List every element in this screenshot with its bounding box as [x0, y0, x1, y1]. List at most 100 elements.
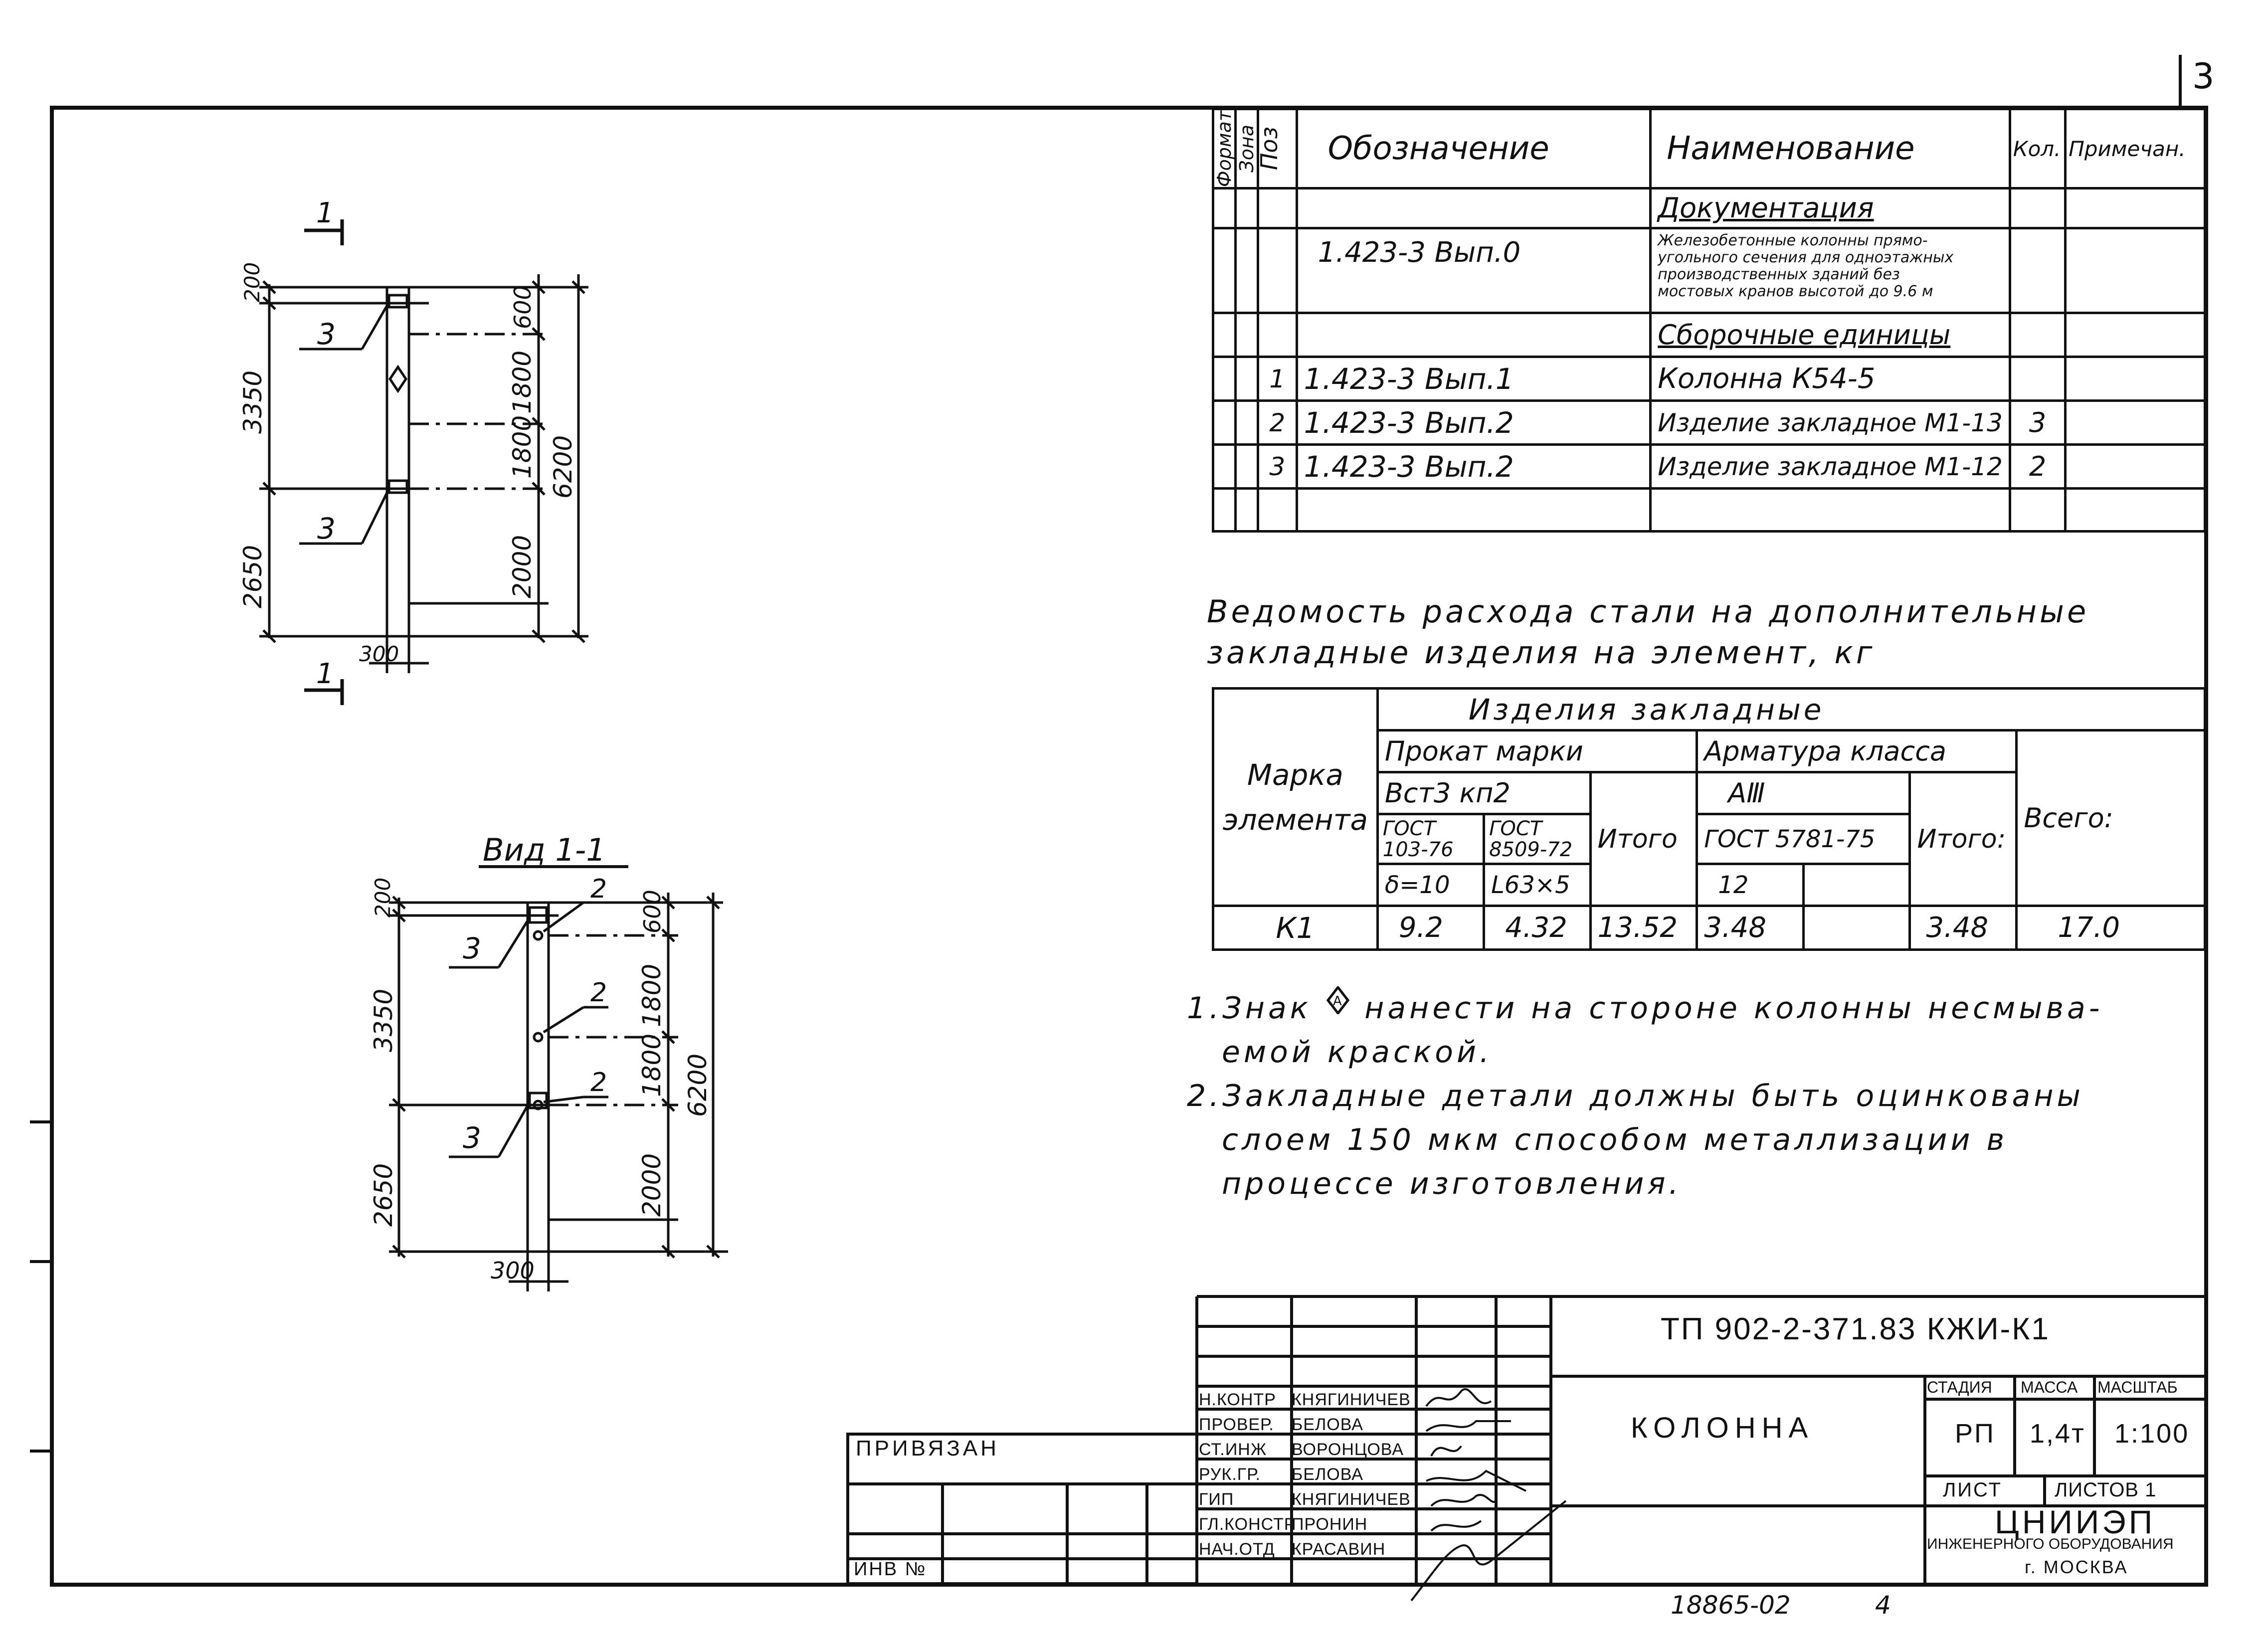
note-1-rest: нанести на стороне колонны несмыва- — [1364, 991, 2103, 1026]
row-qty: 2 — [2008, 443, 2067, 490]
mark-header-line2: элемента — [1222, 802, 1368, 837]
row-v4 — [1802, 905, 1911, 951]
role-person: КНЯГИНИЧЕВ — [1292, 1390, 1411, 1409]
group-header: Изделия закладные — [1376, 687, 2207, 732]
section-assemblies: Сборочные единицы — [1649, 312, 2011, 359]
org-name: ЦНИИЭП — [1995, 1503, 2156, 1540]
section-mark-top: 1 — [316, 197, 334, 229]
size2: L63×5 — [1483, 863, 1592, 907]
dim-1800-right-b: 1800 — [637, 1034, 666, 1097]
org-city: г. МОСКВА — [2025, 1557, 2128, 1577]
table-row: 1 1.423-3 Вып.1 Колонна К54-5 — [1212, 356, 2206, 402]
row-pos: 2 — [1257, 399, 1298, 446]
header-qty: Кол. — [2008, 107, 2067, 190]
dim-2650-left: 2650 — [369, 1163, 398, 1227]
callout-3-bottom: 3 — [317, 512, 336, 546]
header-zone: Зона — [1234, 107, 1259, 190]
notes: 1.Знак A нанести на стороне колонны несм… — [1187, 985, 2103, 1206]
row-grand: 17.0 — [2015, 905, 2206, 951]
bound-label: ПРИВЯЗАН — [856, 1436, 999, 1461]
dim-200-left: 200 — [371, 878, 395, 917]
role-label: ГИП — [1199, 1490, 1234, 1509]
row-name: Колонна К54-5 — [1649, 356, 2011, 402]
sheets-label: ЛИСТОВ 1 — [2055, 1479, 2157, 1501]
column-elevation-drawing: 1 1 3 3 200 3350 2650 600 1800 1800 2000… — [238, 197, 588, 705]
note-1-line1: 1.Знак A нанести на стороне колонны несм… — [1187, 985, 2103, 1030]
note-2-line1: 2.Закладные детали должны быть оцинкован… — [1187, 1079, 2084, 1113]
doc-name-line4: мостовых кранов высотой до 9.6 м — [1658, 283, 1933, 301]
dim-6200-overall: 6200 — [549, 435, 577, 499]
role-person: ВОРОНЦОВА — [1292, 1440, 1404, 1459]
role-label: ГЛ.КОНСТР — [1199, 1515, 1296, 1534]
callout-3-top: 3 — [317, 317, 336, 351]
dim-6200-overall: 6200 — [683, 1054, 712, 1117]
rebar-gost: ГОСТ 5781-75 — [1696, 813, 1911, 865]
gost2-line1: ГОСТ — [1489, 817, 1542, 840]
header-name: Наименование — [1649, 107, 2011, 190]
role-row: РУК.ГР. БЕЛОВА — [1199, 1462, 1411, 1487]
header-note: Примечан. — [2064, 107, 2206, 190]
role-person: КНЯГИНИЧЕВ — [1292, 1490, 1411, 1509]
role-person: ПРОНИН — [1292, 1515, 1368, 1534]
dim-600-right: 600 — [639, 890, 666, 933]
role-row: НАЧ.ОТД КРАСАВИН — [1199, 1537, 1411, 1562]
gost1-line1: ГОСТ — [1382, 817, 1436, 840]
dim-3350-left: 3350 — [369, 989, 398, 1052]
scale-value: 1:100 — [2114, 1419, 2190, 1449]
row-pos: 3 — [1257, 443, 1298, 490]
dim-200-left: 200 — [240, 262, 264, 302]
row-pos: 1 — [1257, 356, 1298, 402]
sheet-label: ЛИСТ — [1943, 1479, 2002, 1501]
title-block-object-name: КОЛОННА — [1631, 1412, 1814, 1444]
row-v3: 3.48 — [1696, 905, 1805, 951]
grand-header: Всего: — [2015, 729, 2206, 907]
rebar-dia: 12 — [1696, 863, 1805, 907]
mass-label: МАССА — [2021, 1378, 2078, 1396]
mark-header: Марка элемента — [1212, 687, 1379, 907]
table-row: К1 9.2 4.32 13.52 3.48 3.48 17.0 — [1212, 905, 2206, 951]
doc-name: Железобетонные колонны прямо- угольного … — [1649, 227, 2011, 315]
steel-title-line1: Ведомость расхода стали на дополнительны… — [1207, 593, 2089, 630]
table-row: 2 1.423-3 Вып.2 Изделие закладное М1-13 … — [1212, 399, 2206, 446]
gost1: ГОСТ 103-76 — [1376, 813, 1486, 865]
row-designation: 1.423-3 Вып.2 — [1295, 443, 1652, 490]
row-v1: 9.2 — [1376, 905, 1486, 951]
role-label: СТ.ИНЖ — [1199, 1440, 1267, 1459]
gost2-line2: 8509-72 — [1489, 838, 1573, 861]
size1: δ=10 — [1376, 863, 1486, 907]
specification-table: Формат Зона Поз Обозначение Наименование… — [1212, 107, 2206, 533]
doc-name-line1: Железобетонные колонны прямо- — [1658, 232, 1928, 250]
gost1-line2: 103-76 — [1382, 838, 1454, 861]
stage-label: СТАДИЯ — [1927, 1378, 1992, 1396]
stage-value: РП — [1955, 1419, 1995, 1449]
dim-2000-right: 2000 — [637, 1153, 666, 1217]
row-total1: 13.52 — [1589, 905, 1699, 951]
callout-2-b: 2 — [590, 978, 607, 1008]
section-mark-bottom: 1 — [316, 658, 334, 690]
doc-name-line3: производственных зданий без — [1658, 266, 1900, 284]
role-person: КРАСАВИН — [1292, 1540, 1386, 1559]
row-designation: 1.423-3 Вып.1 — [1295, 356, 1652, 402]
role-person: БЕЛОВА — [1292, 1465, 1363, 1484]
footer-number: 18865-02 — [1671, 1591, 1791, 1620]
role-label: РУК.ГР. — [1199, 1465, 1261, 1484]
header-pos: Поз — [1257, 107, 1298, 190]
signatures — [1410, 1388, 1567, 1602]
callout-2-a: 2 — [590, 874, 607, 904]
role-row: ГЛ.КОНСТРПРОНИН — [1199, 1512, 1411, 1537]
dim-1800-right-a: 1800 — [508, 351, 537, 414]
dim-2000-right: 2000 — [508, 535, 537, 598]
role-label: НАЧ.ОТД — [1199, 1540, 1275, 1559]
header-format: Формат — [1212, 107, 1237, 190]
svg-text:A: A — [1333, 994, 1345, 1009]
note-2-line3: процессе изготовления. — [1222, 1166, 1682, 1201]
callout-2-c: 2 — [590, 1068, 607, 1098]
role-row: ПРОВЕР.БЕЛОВА — [1199, 1412, 1411, 1437]
row-mark: К1 — [1212, 905, 1379, 951]
row-total2: 3.48 — [1908, 905, 2018, 951]
role-person: БЕЛОВА — [1292, 1415, 1363, 1434]
role-row: ГИП КНЯГИНИЧЕВ — [1199, 1487, 1411, 1512]
note-2-line2: слоем 150 мкм способом металлизации в — [1222, 1122, 2008, 1157]
